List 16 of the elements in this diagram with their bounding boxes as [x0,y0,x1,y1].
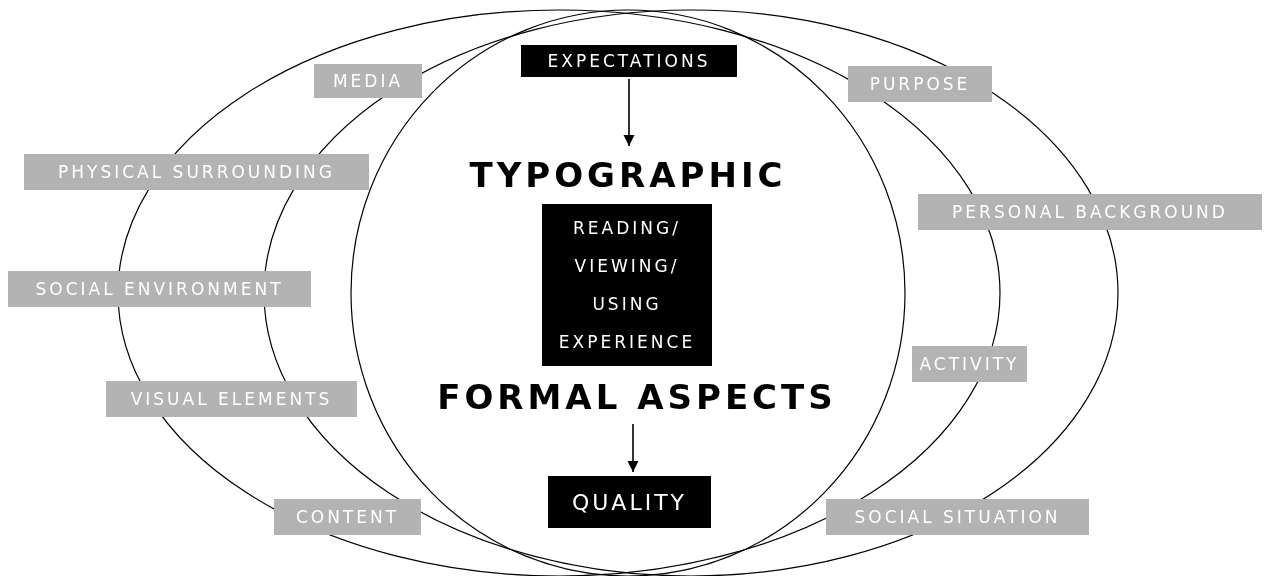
factor-label: CONTENT [274,499,421,535]
heading-text: TYPOGRAPHIC [440,150,816,200]
concept-box: READING/ VIEWING/ USING EXPERIENCE [542,204,712,366]
concept-box: QUALITY [548,476,711,528]
factor-label: PHYSICAL SURROUNDING [24,154,369,190]
factor-label: SOCIAL SITUATION [826,499,1089,535]
factor-label: PURPOSE [848,66,992,102]
factor-label: MEDIA [314,64,422,98]
concept-box: EXPECTATIONS [521,45,737,77]
arrow [623,78,635,147]
heading-text: FORMAL ASPECTS [430,372,844,422]
factor-label: ACTIVITY [912,346,1027,382]
factor-label: VISUAL ELEMENTS [106,381,357,417]
factor-label: SOCIAL ENVIRONMENT [8,271,311,307]
arrow [627,423,639,473]
factor-label: PERSONAL BACKGROUND [918,194,1262,230]
